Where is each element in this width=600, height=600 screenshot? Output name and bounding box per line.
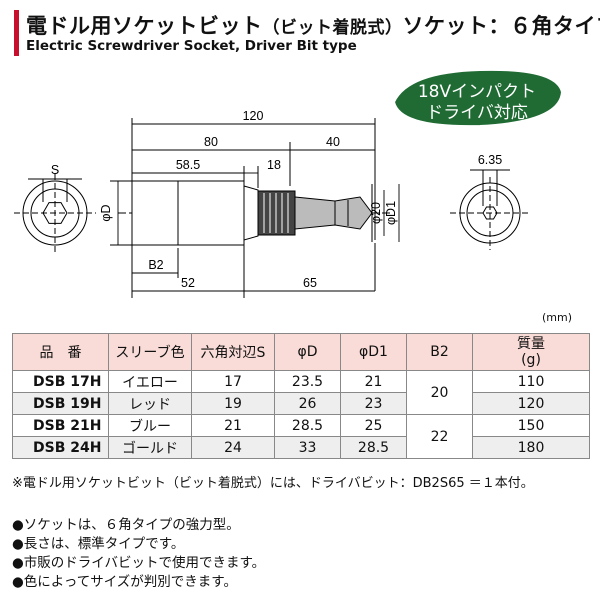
col-sleeve-color: スリーブ色	[108, 333, 192, 371]
feature-list: ソケットは、６角タイプの強力型。 長さは、標準タイプです。 市販のドライバビット…	[12, 516, 265, 592]
col-b2: B2	[406, 333, 473, 371]
dim-bit: 18	[267, 158, 281, 172]
col-model: 品 番	[12, 333, 109, 371]
list-item: 長さは、標準タイプです。	[12, 535, 265, 554]
table-header-row: 品 番 スリーブ色 六角対辺S φD φD1 B2 質量 (g)	[12, 333, 590, 371]
table-row: DSB 21H ブルー 21 28.5 25 22 150	[12, 414, 590, 459]
table-row: DSB 17H イエロー 17 23.5 21 20 110	[12, 370, 590, 415]
badge-line-1: 18Vインパクト	[417, 82, 537, 102]
page-title: 電ドル用ソケットビット（ビット着脱式）ソケット：６角タイプ	[26, 10, 600, 40]
badge-line-2: ドライバ対応	[426, 103, 528, 123]
table-row: DSB 24H ゴールド 24 33 28.5 180	[12, 436, 590, 459]
front-view-socket	[14, 174, 96, 252]
dim-total: 120	[243, 109, 264, 123]
dim-d1: φD1	[384, 201, 398, 225]
dim-s: S	[51, 163, 59, 177]
b2-group-2: 22	[406, 414, 473, 459]
footnote: ※電ドル用ソケットビット（ビット着脱式）には、ドライバビット：DB2S65 ＝１…	[12, 476, 534, 491]
dim-lower-left: 52	[181, 276, 195, 290]
table-row: DSB 19H レッド 19 26 23 120	[12, 392, 590, 415]
col-weight: 質量 (g)	[472, 333, 590, 371]
dim-left: 80	[204, 135, 218, 149]
dim-lower-right: 65	[303, 276, 317, 290]
spec-table: 品 番 スリーブ色 六角対辺S φD φD1 B2 質量 (g) DSB 17H…	[12, 333, 590, 459]
list-item: ソケットは、６角タイプの強力型。	[12, 516, 265, 535]
list-item: 色によってサイズが判別できます。	[12, 573, 265, 592]
side-view	[118, 180, 390, 246]
dim-right: 40	[326, 135, 340, 149]
title-accent-bar	[14, 10, 19, 56]
col-d1: φD1	[340, 333, 407, 371]
technical-drawing: 120 80 40 58.5 18 B2 52 65 S 6.35 φD φ20…	[14, 109, 530, 298]
list-item: 市販のドライバビットで使用できます。	[12, 554, 265, 573]
title-paren: （ビット着脱式）	[262, 18, 403, 38]
page-subtitle: Electric Screwdriver Socket, Driver Bit …	[26, 38, 357, 54]
title-main: 電ドル用ソケットビット	[26, 14, 263, 38]
dim-b2: B2	[148, 258, 163, 272]
dim-d20: φ20	[369, 202, 383, 224]
col-d: φD	[274, 333, 341, 371]
title-tail: ソケット：６角タイプ	[402, 14, 600, 38]
impact-driver-badge: 18Vインパクト ドライバ対応	[388, 66, 566, 130]
end-view-bit	[450, 169, 530, 250]
dim-hex: 6.35	[478, 153, 502, 167]
unit-label: (mm)	[541, 311, 572, 324]
dim-d: φD	[99, 204, 113, 221]
col-hex-s: 六角対辺S	[191, 333, 275, 371]
dim-socket: 58.5	[176, 158, 200, 172]
b2-group-1: 20	[406, 370, 473, 415]
